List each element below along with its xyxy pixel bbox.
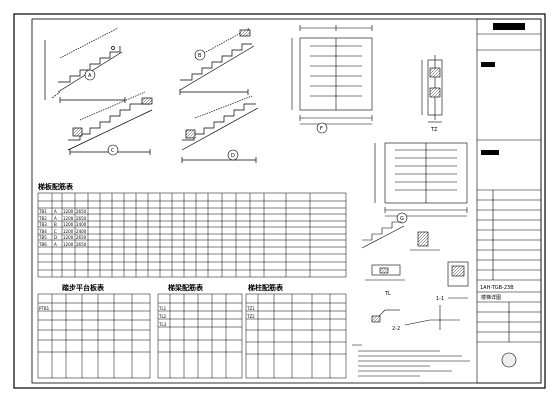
stair-plan-f bbox=[291, 25, 373, 125]
detail-label-a: A bbox=[88, 73, 92, 79]
beam-row-3-id: TL3 bbox=[158, 322, 167, 327]
flight-row-3-width: 1200 bbox=[63, 222, 74, 227]
flight-row-2-width: 1200 bbox=[63, 216, 74, 221]
flight-row-3-id: TB3 bbox=[38, 222, 47, 227]
step-table-grid bbox=[37, 293, 151, 379]
flight-row-1-type: A bbox=[54, 209, 57, 214]
plan-label-g: G bbox=[400, 216, 404, 222]
stair-flight-c bbox=[67, 91, 153, 155]
section-label-11: 1-1 bbox=[436, 296, 444, 302]
flight-row-5-type: D bbox=[54, 235, 57, 240]
column-table-grid bbox=[245, 293, 347, 379]
flight-row-4-length: 2400 bbox=[76, 229, 87, 234]
flight-row-6-width: 1200 bbox=[63, 242, 74, 247]
beam-table-grid bbox=[157, 293, 243, 379]
flight-row-5-length: 2650 bbox=[76, 235, 87, 240]
flight-row-6-type: A bbox=[54, 242, 57, 247]
plan-label-f: F bbox=[320, 126, 323, 132]
stair-flight-b bbox=[179, 27, 255, 95]
stair-plan-g bbox=[374, 142, 468, 217]
flight-row-2-length: 2650 bbox=[76, 216, 87, 221]
title-block-stamp-2 bbox=[481, 150, 499, 155]
general-notes bbox=[352, 344, 470, 377]
flight-row-4-id: TB4 bbox=[38, 229, 47, 234]
title-block-logo-bar bbox=[493, 23, 525, 30]
title-block-drawing-no: 1AH-TGB-23B bbox=[480, 285, 514, 291]
flight-row-5-width: 1200 bbox=[63, 235, 74, 240]
stair-flight-d bbox=[181, 95, 259, 163]
title-block-stamp-1 bbox=[481, 62, 495, 67]
step-table-title: 踏步平台板表 bbox=[62, 283, 105, 292]
flight-row-1-length: 2650 bbox=[76, 209, 87, 214]
flight-row-2-id: TB2 bbox=[38, 216, 47, 221]
stair-flight-a bbox=[44, 27, 126, 103]
flight-row-4-type: C bbox=[54, 229, 57, 234]
column-row-1-id: TZ1 bbox=[246, 306, 255, 311]
axis-marker-f bbox=[316, 122, 328, 134]
detail-label-b: B bbox=[198, 53, 202, 59]
axis-marker-g bbox=[396, 212, 408, 224]
detail-marker-d bbox=[227, 149, 239, 161]
flight-table-title: 梯板配筋表 bbox=[38, 182, 74, 191]
section-details bbox=[361, 221, 469, 330]
flight-table-grid bbox=[37, 192, 347, 278]
flight-row-2-type: A bbox=[54, 216, 57, 221]
detail-marker-a bbox=[84, 69, 96, 81]
flight-row-4-width: 1200 bbox=[63, 229, 74, 234]
flight-row-1-width: 1200 bbox=[63, 209, 74, 214]
flight-table-rows: TB1 A 1200 2650 TB2 A 1200 2650 TB3 B 12… bbox=[38, 209, 87, 247]
stair-column-tz bbox=[421, 55, 443, 123]
detail-label-c: C bbox=[111, 148, 115, 154]
step-row-1-id: PTB1 bbox=[39, 306, 50, 311]
flight-row-1-id: TB1 bbox=[38, 209, 47, 214]
flight-row-3-type: B bbox=[54, 222, 57, 227]
beam-label-tl: TL bbox=[384, 291, 391, 297]
flight-row-3-length: 2400 bbox=[76, 222, 87, 227]
beam-table-title: 梯梁配筋表 bbox=[168, 283, 204, 292]
flight-row-6-length: 2650 bbox=[76, 242, 87, 247]
detail-marker-c bbox=[107, 144, 119, 156]
section-label-22: 2-2 bbox=[392, 326, 400, 332]
column-table-title: 梯柱配筋表 bbox=[248, 283, 284, 292]
column-label-tz: TZ bbox=[430, 127, 438, 133]
detail-label-d: D bbox=[231, 153, 235, 159]
title-block-sheet-name: 楼梯详图 bbox=[481, 294, 501, 301]
detail-marker-b bbox=[194, 49, 206, 61]
title-block bbox=[476, 18, 542, 384]
outer-border bbox=[13, 13, 546, 389]
flight-row-5-id: TB5 bbox=[38, 235, 47, 240]
beam-row-2-id: TL2 bbox=[158, 314, 167, 319]
column-row-2-id: TZ2 bbox=[246, 314, 255, 319]
flight-row-6-id: TB6 bbox=[38, 242, 47, 247]
title-block-seal bbox=[501, 352, 517, 368]
beam-row-1-id: TL1 bbox=[158, 306, 167, 311]
